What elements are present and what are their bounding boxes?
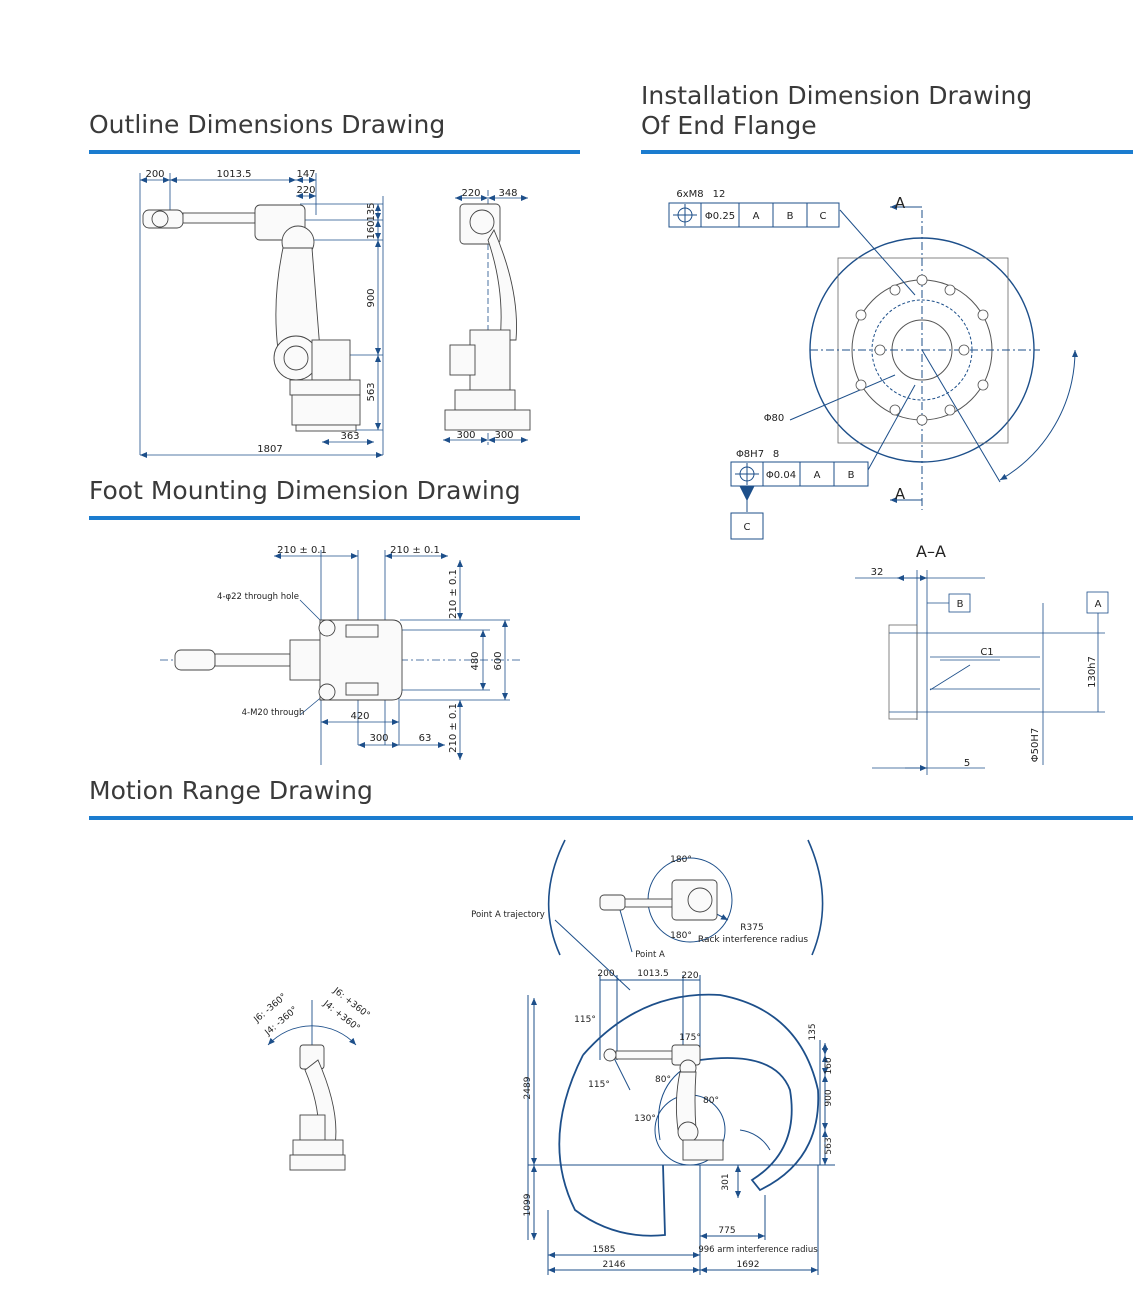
datum-c: C <box>744 522 751 533</box>
angle-175: 175° <box>679 1033 701 1043</box>
foot-dim-300: 300 <box>369 733 388 744</box>
motion-joint-robot <box>289 1044 346 1171</box>
dim-5: 5 <box>964 758 970 769</box>
angle-bottom-180: 180° <box>670 931 692 941</box>
outline-title: Outline Dimensions Drawing <box>89 110 446 139</box>
flange-front-view <box>789 204 1079 510</box>
angle-top-180: 180° <box>670 855 692 865</box>
ref2-b: B <box>848 470 855 481</box>
flange-title-line1: Installation Dimension Drawing <box>641 81 1033 110</box>
r375: R375 <box>740 923 763 933</box>
angle-130: 130° <box>634 1114 656 1124</box>
foot-dim-210c: 210 ± 0.1 <box>448 569 459 619</box>
outline-front-robot <box>142 204 361 432</box>
outline-title-bar <box>89 150 580 154</box>
motion-top-view <box>547 839 824 991</box>
dim-900: 900 <box>366 288 377 307</box>
side-dim-220: 220 <box>461 188 480 199</box>
flange-section-view <box>855 570 1109 775</box>
m-dim-900: 900 <box>824 1089 834 1106</box>
motion-title: Motion Range Drawing <box>89 776 373 805</box>
m-dim-135: 135 <box>808 1023 818 1040</box>
flange-title-bar <box>641 150 1133 154</box>
foot-dim-420: 420 <box>350 711 369 722</box>
m-dim-200: 200 <box>597 969 614 979</box>
motion-side-envelope <box>527 975 835 1275</box>
rack-note: Rack interference radius <box>698 935 808 945</box>
dim-130h7: 130h7 <box>1087 656 1098 688</box>
hole-spec: 6xM8 <box>676 189 703 200</box>
datum-box-b: B <box>957 599 964 610</box>
thread-note: 4-M20 through <box>242 708 305 718</box>
angle-80a: 80° <box>655 1075 671 1085</box>
dim-phi50h7: Φ50H7 <box>1030 728 1041 762</box>
m-dim-301: 301 <box>721 1173 731 1190</box>
point-a-trajectory: Point A trajectory <box>471 910 545 920</box>
angle-115b: 115° <box>588 1080 610 1090</box>
dim-32: 32 <box>871 567 884 578</box>
dim-220: 220 <box>296 185 315 196</box>
foot-dim-210d: 210 ± 0.1 <box>448 703 459 753</box>
section-title: A–A <box>916 542 946 561</box>
point-a: Point A <box>635 950 665 960</box>
angle-115a: 115° <box>574 1015 596 1025</box>
foot-dim-600: 600 <box>493 651 504 670</box>
m-dim-2489: 2489 <box>523 1076 533 1099</box>
m-dim-2146: 2146 <box>603 1260 626 1270</box>
foot-dim-63: 63 <box>419 733 432 744</box>
motion-side-robot <box>603 1044 724 1161</box>
dim-200: 200 <box>145 169 164 180</box>
pin-spec: Φ8H7 <box>736 449 764 460</box>
side-dim-300a: 300 <box>456 430 475 441</box>
chamfer-c1: C1 <box>980 647 993 658</box>
foot-dim-210b: 210 ± 0.1 <box>390 545 440 556</box>
foot-title: Foot Mounting Dimension Drawing <box>89 476 521 505</box>
dim-135: 135 <box>366 202 377 221</box>
side-dim-348: 348 <box>498 188 517 199</box>
side-dim-300b: 300 <box>494 430 513 441</box>
tol-0-25: Φ0.25 <box>705 211 735 222</box>
m-dim-1585: 1585 <box>593 1245 616 1255</box>
tol-0-04: Φ0.04 <box>766 470 796 481</box>
ref2-a: A <box>814 470 821 481</box>
dim-160: 160 <box>366 220 377 239</box>
flange-title-line2: Of End Flange <box>641 111 817 140</box>
outline-front-labels: 200 1013.5 147 220 135 160 900 563 363 1… <box>145 169 377 455</box>
m-dim-160: 160 <box>824 1057 834 1074</box>
dim-563: 563 <box>366 382 377 401</box>
flange-bolt-holes <box>855 274 989 426</box>
outline-side-robot <box>444 203 531 431</box>
section-a-bottom: A <box>895 485 906 503</box>
tolerance-frame-bottom <box>730 461 869 540</box>
ref-a: A <box>753 211 760 222</box>
hole-depth: 12 <box>713 189 726 200</box>
ref-c: C <box>820 211 827 222</box>
foot-dim-210a: 210 ± 0.1 <box>277 545 327 556</box>
m-dim-1692: 1692 <box>737 1260 760 1270</box>
foot-title-bar <box>89 516 580 520</box>
dim-363: 363 <box>340 431 359 442</box>
ref-b: B <box>787 211 794 222</box>
pin-depth: 8 <box>773 449 779 460</box>
dim-147: 147 <box>296 169 315 180</box>
tolerance-frame-top <box>668 202 840 228</box>
foot-robot-top <box>174 619 403 701</box>
m-dim-220: 220 <box>681 971 698 981</box>
m-dim-775: 775 <box>718 1226 735 1236</box>
dim-1807: 1807 <box>257 444 282 455</box>
motion-title-bar <box>89 816 1133 820</box>
dim-phi80: Φ80 <box>764 413 785 424</box>
foot-dim-480: 480 <box>470 651 481 670</box>
section-a-top: A <box>895 194 906 212</box>
m-dim-1099: 1099 <box>523 1193 533 1216</box>
m-dim-563: 563 <box>824 1137 834 1154</box>
m-dim-1013: 1013.5 <box>637 969 669 979</box>
dim-1013: 1013.5 <box>217 169 252 180</box>
arm-note: 996 arm interference radius <box>698 1245 818 1255</box>
motion-top-robot <box>599 879 718 921</box>
hole-note: 4-φ22 through hole <box>217 592 299 602</box>
datum-box-a: A <box>1095 599 1102 610</box>
angle-80b: 80° <box>703 1096 719 1106</box>
